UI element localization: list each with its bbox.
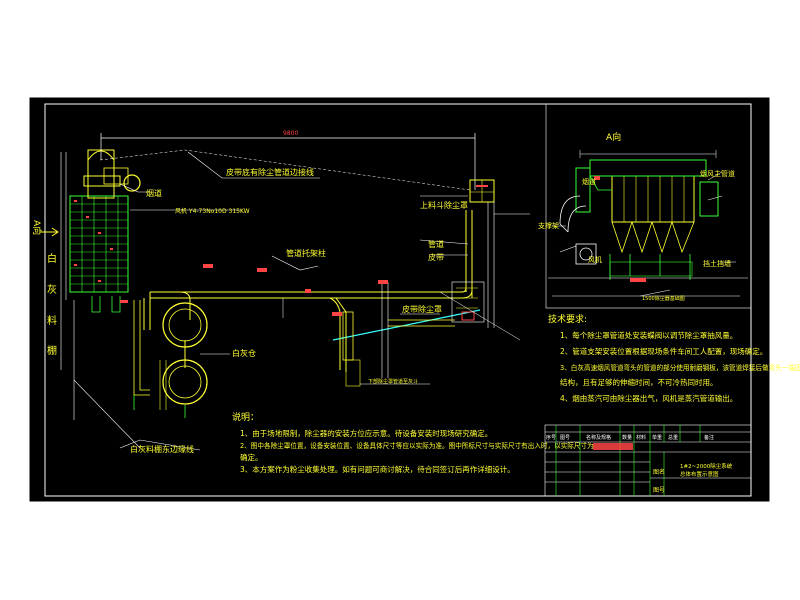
- top-dimension-value: 9800: [283, 130, 298, 137]
- tb-header-3: 名称及规格: [586, 434, 611, 441]
- shed-char-3: 料: [47, 314, 57, 327]
- note-3: 3、本方案作为粉尘收集处理。如有问题可商讨解决，待合同签订后再作详细设计。: [240, 464, 515, 474]
- callout-baihui-cang: 白灰仓: [232, 348, 256, 358]
- callout-xiazhi: 下部除尘罩管道至灰斗: [368, 378, 418, 385]
- a-view-yantong: 烟道: [582, 177, 596, 186]
- callout-guandao-zhijia: 管道托架柱: [286, 248, 326, 258]
- note-2: 2、图中各除尘罩位置，设备安装位置、设备具体尺寸等应以实际为准。图中所标尺寸与实…: [240, 441, 594, 450]
- tb-title-line-2: 总体布置示意图: [680, 470, 719, 478]
- shed-char-2: 灰: [47, 283, 57, 296]
- tech-item-4: 4、烟由蒸汽可由除尘器出气，风机是蒸汽管道输出。: [560, 393, 737, 403]
- note-1: 1、由于场地限制，除尘器的安装方位应示意。待设备安装时现场研究确定。: [240, 428, 492, 438]
- a-view-zhijia: 支撑架: [538, 221, 559, 230]
- tb-header-7: 总重: [668, 434, 678, 441]
- tech-item-3: 3、白灰高速烟风管道弯头的管道的部分使用耐磨钢板，该管道焊接后做弯头一端固定的: [560, 363, 800, 372]
- tech-item-1: 1、每个除尘罩管道处安装蝶阀以调节除尘罩抽风量。: [560, 330, 737, 340]
- tb-title-line-1: 1#2~2000除尘系统: [680, 462, 733, 470]
- tech-item-3b: 结构，且有足够的伸缩时间，不可冷热同时用。: [560, 377, 718, 387]
- title-block: [544, 424, 752, 497]
- notes-title: 说明：: [232, 411, 259, 423]
- tb-header-1: 序号: [546, 434, 556, 441]
- callout-shangliao: 上料斗除尘罩: [420, 200, 468, 210]
- leader-lines: [119, 151, 530, 451]
- a-view-base-note: 1500除尘器基础图: [642, 295, 685, 302]
- callout-boundary: 白灰料棚东边缘线: [130, 444, 194, 454]
- outer-frame: [28, 96, 771, 503]
- a-view: [545, 103, 752, 309]
- tb-header-8: 备注: [704, 434, 714, 441]
- callout-pidai-fengkou: 皮带除尘罩: [402, 304, 442, 314]
- callout-yantong: 烟道: [146, 188, 162, 198]
- note-2b: 确定。: [240, 452, 263, 462]
- tb-header-4: 数量: [622, 434, 632, 441]
- tech-requirements: 技术要求: 1、每个除尘罩管道处安装蝶阀以调节除尘罩抽风量。 2、管道支架安装位…: [548, 313, 800, 403]
- tb-label-tuhao: 图号: [653, 487, 665, 494]
- a-direction-label: A向: [31, 220, 43, 235]
- shed-char-4: 棚: [47, 344, 57, 357]
- callout-pidai-left: 皮带: [428, 252, 444, 262]
- drawing-background: [29, 97, 770, 502]
- a-view-dangfeng: 挡土挡墙: [703, 259, 731, 268]
- a-view-fengji: 风机: [588, 255, 602, 264]
- a-view-title: A向: [606, 131, 621, 143]
- tb-label-tuming: 图名: [653, 468, 665, 476]
- callout-route-line: 皮带底有除尘管道边接线: [226, 167, 314, 177]
- tech-title: 技术要求:: [548, 313, 587, 325]
- tb-header-2: 图号: [560, 435, 570, 441]
- shed-char-1: 白: [47, 252, 57, 265]
- a-view-zhuguan: 烟风主管道: [700, 169, 735, 178]
- duct-route: [99, 149, 521, 418]
- tb-header-5: 材料: [636, 434, 646, 441]
- notes: 说明： 1、由于场地限制，除尘器的安装方位应示意。待设备安装时现场研究确定。 2…: [232, 411, 594, 474]
- tb-header-6: 单重: [652, 434, 662, 441]
- callout-guandao: 管道: [428, 239, 444, 249]
- tech-item-2: 2、管道支架安装位置根据现场条件车间工人配置，现场确定。: [560, 346, 767, 356]
- lime-shed: A向 白 灰 料 棚: [31, 149, 141, 449]
- callout-duct-spec: 风机 Y4-73No10D 315KW: [175, 207, 250, 215]
